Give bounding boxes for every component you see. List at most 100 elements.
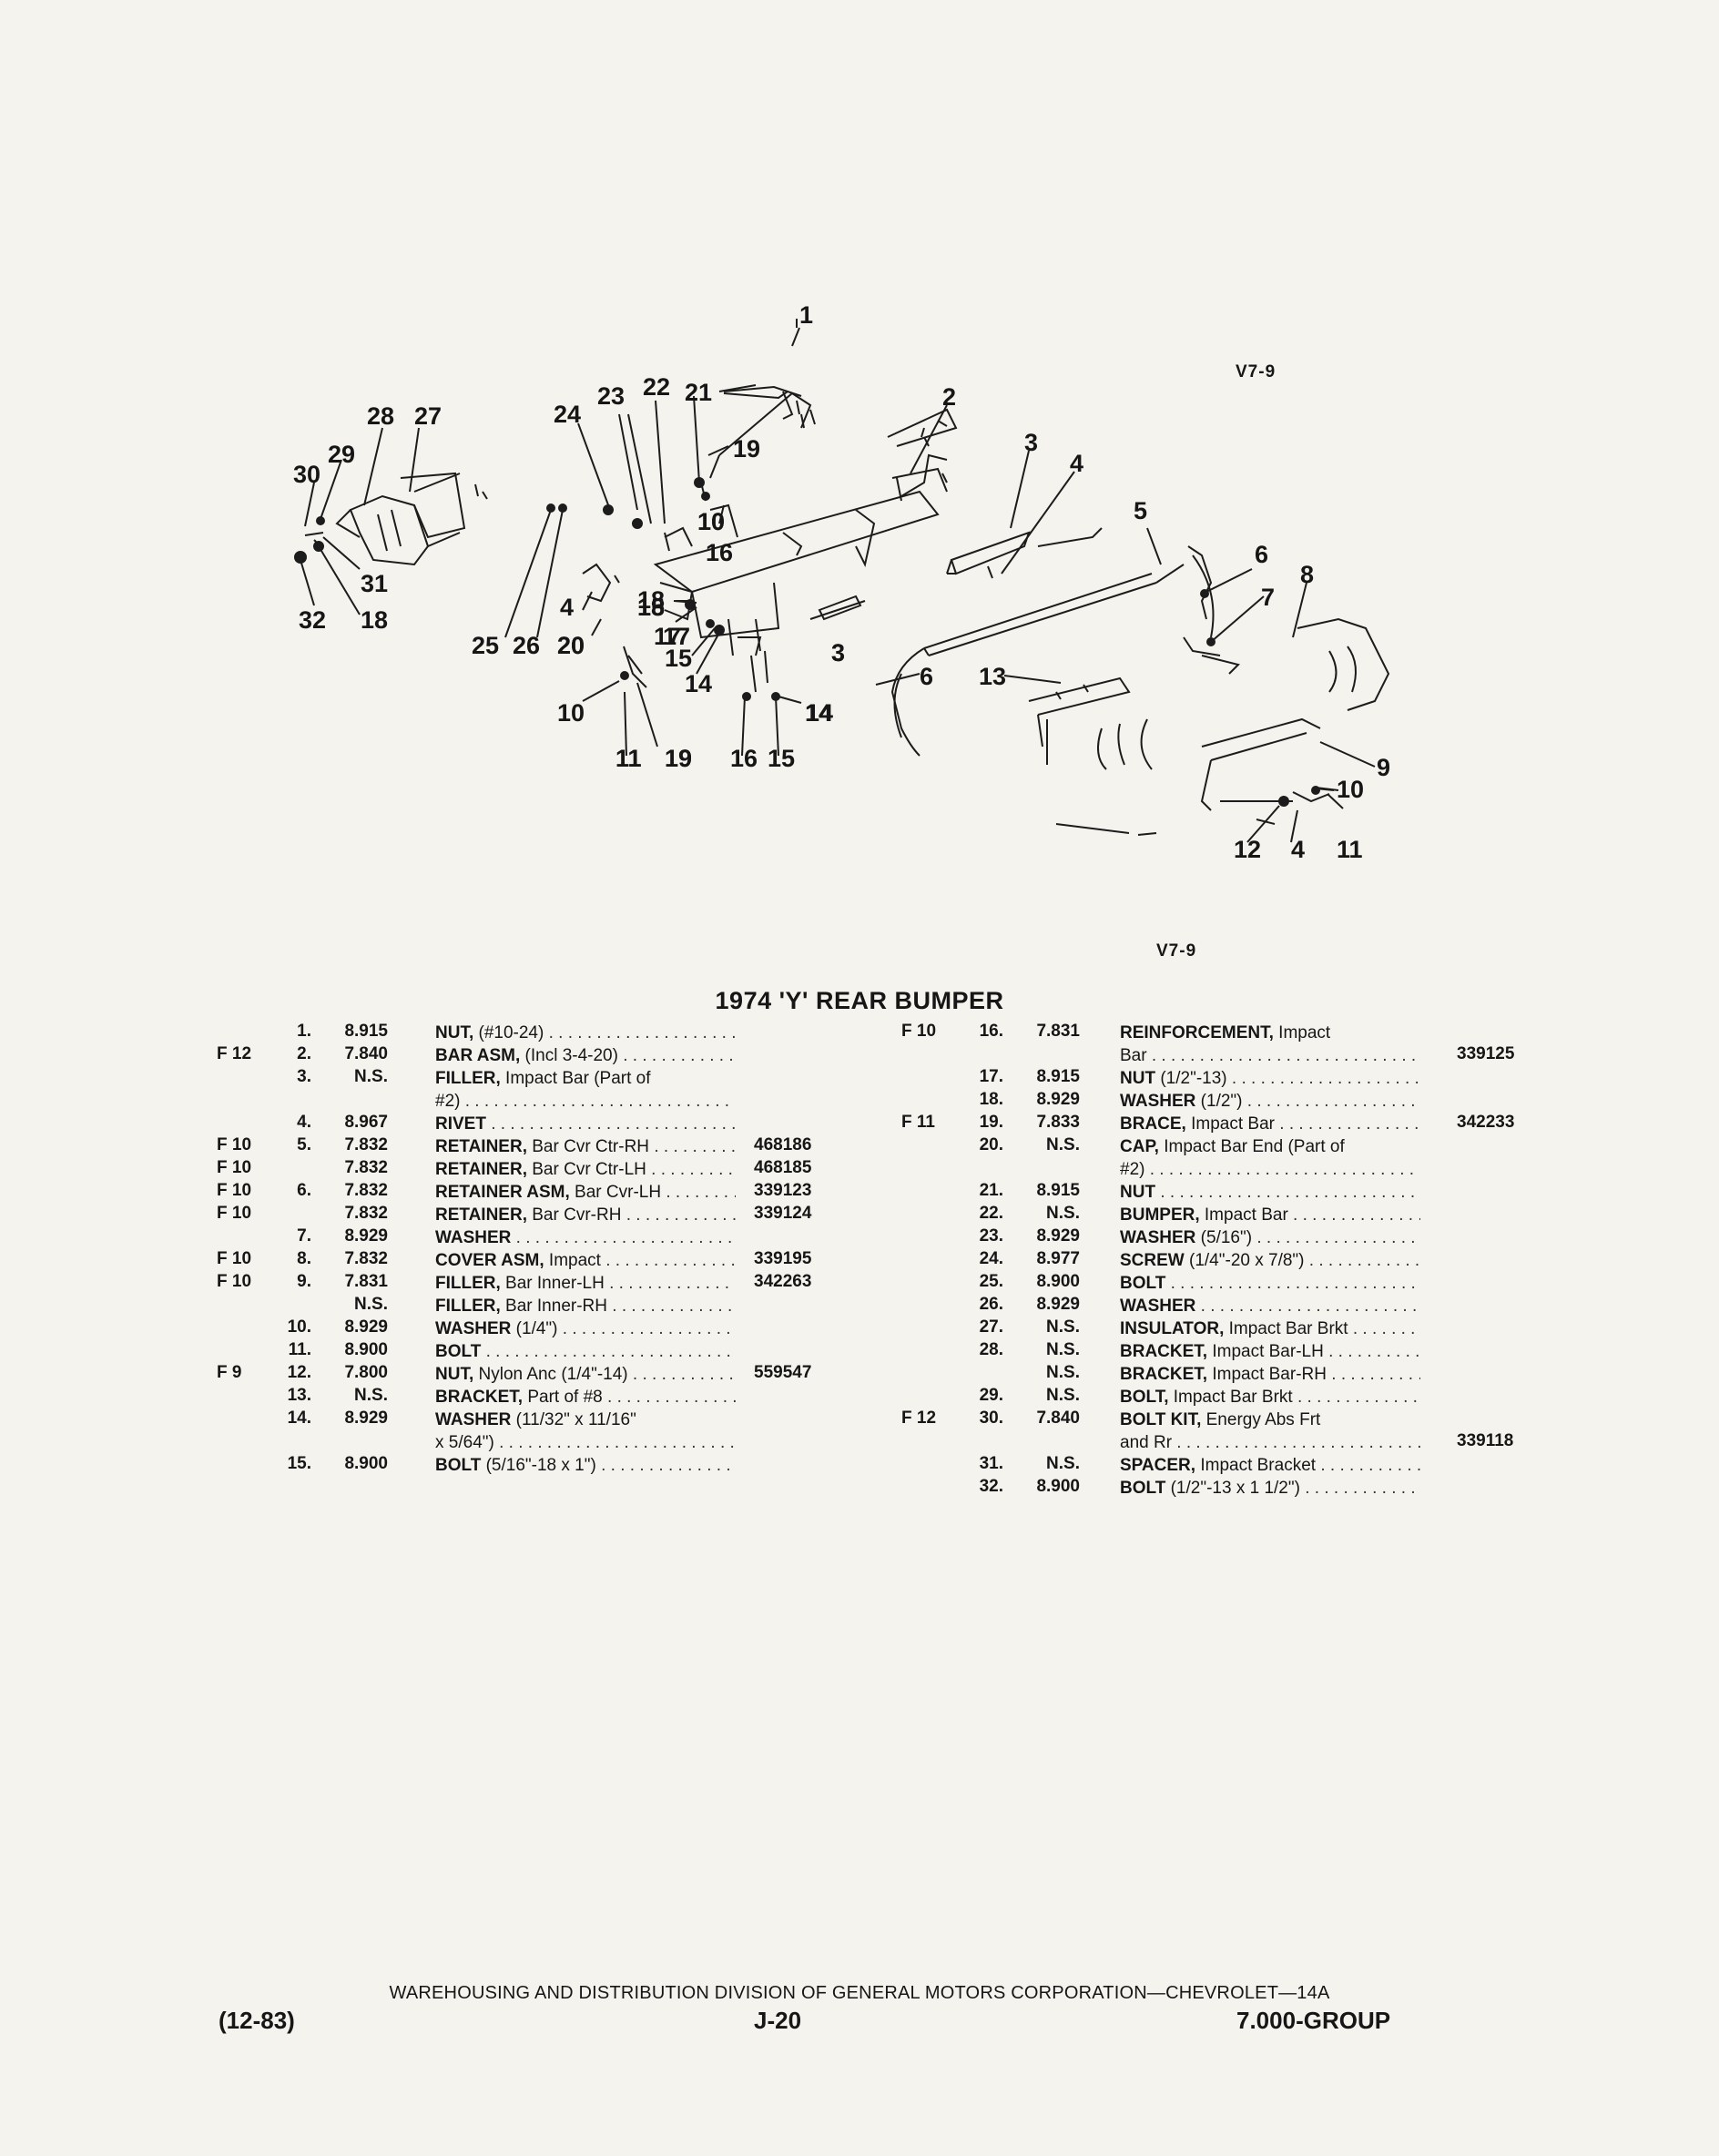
leader-lines — [294, 327, 1376, 843]
figure-ref: F 12 — [901, 1409, 937, 1428]
part-spec: Bar Cvr Ctr-LH — [526, 1160, 646, 1179]
group-number: 7.840 — [344, 1044, 388, 1063]
callout-label: 1 — [799, 301, 813, 329]
part-description: RETAINER, Bar Cvr Ctr-LH — [435, 1158, 736, 1181]
part-name: RETAINER ASM, — [435, 1183, 570, 1202]
part-spec: (1/4"-20 x 7/8") — [1184, 1251, 1305, 1270]
item-number: 8. — [297, 1249, 311, 1268]
callout-label: 6 — [1255, 541, 1268, 568]
figure-ref: F 10 — [217, 1158, 252, 1177]
part-spec-continued: #2) — [435, 1090, 736, 1113]
part-description: WASHER (11/32" x 11/16"x 5/64") — [435, 1409, 736, 1454]
part-spec-continued: x 5/64") — [435, 1431, 736, 1454]
callout-label: 22 — [643, 373, 670, 401]
part-number: 339118 — [1457, 1431, 1514, 1450]
callout-label: 20 — [557, 632, 585, 659]
group-number: 8.915 — [1036, 1181, 1080, 1200]
group-number: N.S. — [354, 1295, 388, 1314]
part-spec: Impact Bar Brkt — [1224, 1319, 1348, 1338]
callout-label: 8 — [1300, 561, 1314, 588]
part-name: NUT — [1120, 1069, 1156, 1088]
part-spec-continued: #2) — [1120, 1158, 1420, 1181]
group-number: 8.900 — [344, 1340, 388, 1359]
item-number: 22. — [979, 1204, 1003, 1223]
part-name: WASHER — [435, 1319, 512, 1338]
part-name: BOLT — [1120, 1479, 1166, 1498]
group-number: 8.900 — [1036, 1272, 1080, 1291]
callout-label: 11 — [615, 745, 642, 772]
part-name: NUT, — [435, 1023, 474, 1042]
callout-label: 7 — [1261, 584, 1275, 611]
part-name: FILLER, — [435, 1297, 501, 1316]
group-number: 8.900 — [1036, 1477, 1080, 1496]
item-number: 7. — [297, 1226, 311, 1246]
group-number: 7.832 — [344, 1181, 388, 1200]
part-description: RIVET — [435, 1113, 736, 1135]
callout-label: 15 — [768, 745, 795, 772]
part-description: INSULATOR, Impact Bar Brkt — [1120, 1317, 1420, 1340]
part-description: BRACKET, Impact Bar-RH — [1120, 1363, 1420, 1386]
item-number: 15. — [287, 1454, 311, 1473]
callout-label: 3 — [831, 639, 845, 666]
group-number: 8.929 — [344, 1226, 388, 1246]
group-number: 7.832 — [344, 1204, 388, 1223]
footer-division: WAREHOUSING AND DISTRIBUTION DIVISION OF… — [389, 1983, 1330, 2003]
part-spec: Bar Cvr-LH — [569, 1183, 662, 1202]
diagram-ref-bottom: V7-9 — [1156, 941, 1197, 961]
part-spec: Impact Bar (Part of — [500, 1069, 651, 1088]
part-name: RETAINER, — [435, 1205, 527, 1225]
callout-label: 23 — [597, 382, 625, 410]
part-name: RETAINER, — [435, 1137, 527, 1156]
figure-ref: F 9 — [217, 1363, 242, 1382]
part-spec: Impact Bar — [1199, 1205, 1288, 1225]
part-description: WASHER — [1120, 1295, 1420, 1317]
part-description: FILLER, Bar Inner-LH — [435, 1272, 736, 1295]
part-description: BAR ASM, (Incl 3-4-20) — [435, 1044, 736, 1067]
callout-label: 25 — [472, 632, 499, 659]
footer-page-number: J-20 — [754, 2007, 802, 2034]
part-spec: Part of #8 — [523, 1388, 603, 1407]
part-drawings — [304, 319, 1390, 836]
figure-ref: F 10 — [217, 1135, 252, 1154]
part-spec: (5/16"-18 x 1") — [481, 1456, 596, 1475]
part-spec: Bar Cvr Ctr-RH — [526, 1137, 650, 1156]
part-name: BOLT — [1120, 1274, 1166, 1293]
callout-label: 13 — [979, 663, 1006, 690]
item-number: 3. — [297, 1067, 311, 1086]
figure-ref: F 10 — [217, 1272, 252, 1291]
callout-label: 3 — [831, 639, 845, 666]
callout-label: 29 — [328, 441, 355, 468]
part-number: 339124 — [754, 1204, 812, 1223]
part-spec: (1/2"-13 x 1 1/2") — [1165, 1479, 1300, 1498]
group-number: N.S. — [1046, 1204, 1080, 1223]
group-number: 7.832 — [344, 1135, 388, 1154]
item-number: 5. — [297, 1135, 311, 1154]
callout-label: 4 — [1291, 836, 1305, 863]
part-description: NUT, Nylon Anc (1/4"-14) — [435, 1363, 736, 1386]
part-spec: Impact Bar-LH — [1207, 1342, 1324, 1361]
group-number: 8.929 — [344, 1409, 388, 1428]
part-name: FILLER, — [435, 1274, 501, 1293]
part-description: FILLER, Bar Inner-RH — [435, 1295, 736, 1317]
figure-ref: F 12 — [217, 1044, 252, 1063]
item-number: 21. — [979, 1181, 1003, 1200]
part-name: WASHER — [1120, 1092, 1196, 1111]
part-description: RETAINER, Bar Cvr-RH — [435, 1204, 736, 1226]
part-spec: Nylon Anc (1/4"-14) — [473, 1365, 628, 1384]
callout-label: 18 — [637, 594, 665, 621]
part-name: BAR ASM, — [435, 1046, 521, 1065]
part-description: BUMPER, Impact Bar — [1120, 1204, 1420, 1226]
part-number: 468185 — [754, 1158, 812, 1177]
part-description: CAP, Impact Bar End (Part of#2) — [1120, 1135, 1420, 1181]
part-name: BRACKET, — [1120, 1365, 1208, 1384]
part-spec: (11/32" x 11/16" — [511, 1410, 636, 1429]
part-name: COVER ASM, — [435, 1251, 544, 1270]
part-name: NUT, — [435, 1365, 474, 1384]
part-name: BOLT KIT, — [1120, 1410, 1202, 1429]
group-number: 7.831 — [344, 1272, 388, 1291]
item-number: 4. — [297, 1113, 311, 1132]
callout-numbers: 1 2 3 4 5 6 7 8 9 10 11 12 13 14 15 16 1… — [293, 301, 1390, 863]
callout-label: 26 — [513, 632, 540, 659]
part-name: BRACKET, — [1120, 1342, 1208, 1361]
item-number: 1. — [297, 1022, 311, 1041]
